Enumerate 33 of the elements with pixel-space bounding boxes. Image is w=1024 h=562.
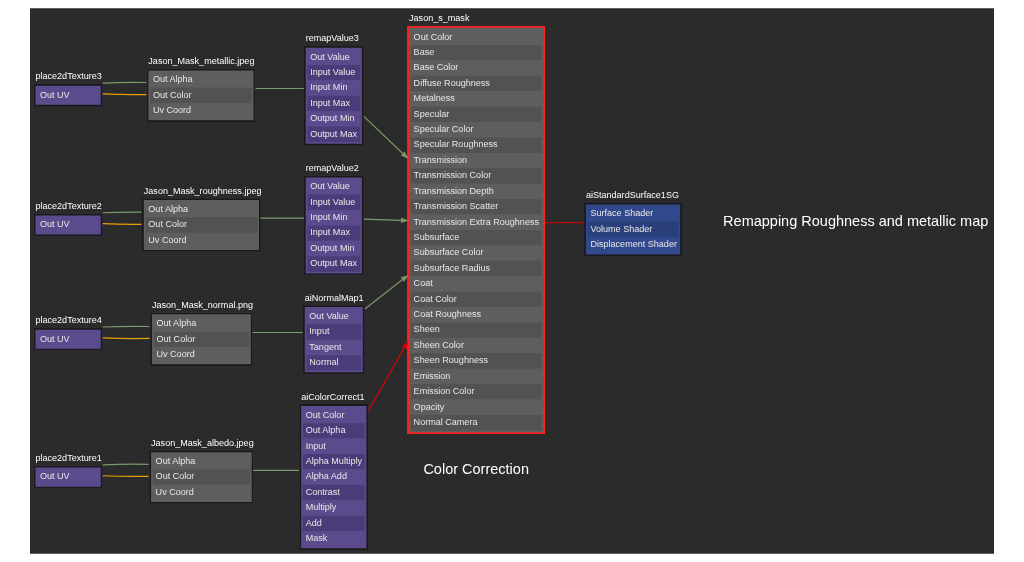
connector xyxy=(251,331,304,334)
arrow xyxy=(363,217,409,224)
node-label: Jason_Mask_roughness.jpeg xyxy=(143,185,262,196)
connector xyxy=(544,222,585,224)
node-label: Jason_Mask_metallic.jpeg xyxy=(148,56,255,67)
arrow xyxy=(367,340,409,412)
node-label: place2dTexture4 xyxy=(35,315,102,326)
connector xyxy=(254,87,305,90)
node-label: aiColorCorrect1 xyxy=(301,391,365,402)
connector xyxy=(102,223,143,225)
arrow xyxy=(363,115,409,159)
connector xyxy=(102,325,151,328)
label: Color Correction xyxy=(423,460,529,477)
node-label: place2dTexture1 xyxy=(35,453,102,464)
node-label: aiStandardSurface1SG xyxy=(585,190,679,201)
connector xyxy=(259,217,305,219)
node-label: Jason_s_mask xyxy=(409,13,470,24)
connector xyxy=(102,475,150,477)
node-label: Jason_Mask_albedo.jpeg xyxy=(151,437,254,448)
label: Remapping Roughness and metallic map xyxy=(723,213,989,230)
node-label: aiNormalMap1 xyxy=(304,292,364,303)
node-label: Jason_Mask_normal.png xyxy=(151,299,254,310)
node-label: place2dTexture2 xyxy=(35,201,102,212)
connector xyxy=(102,337,151,340)
node-label: remapValue2 xyxy=(305,163,359,174)
connector xyxy=(252,469,300,471)
connector xyxy=(102,81,147,84)
connector xyxy=(102,211,143,214)
arrow xyxy=(364,274,409,310)
connector xyxy=(102,463,150,466)
node-label: remapValue3 xyxy=(305,33,359,44)
node-label: place2dTexture3 xyxy=(35,71,102,82)
connector xyxy=(102,93,147,96)
